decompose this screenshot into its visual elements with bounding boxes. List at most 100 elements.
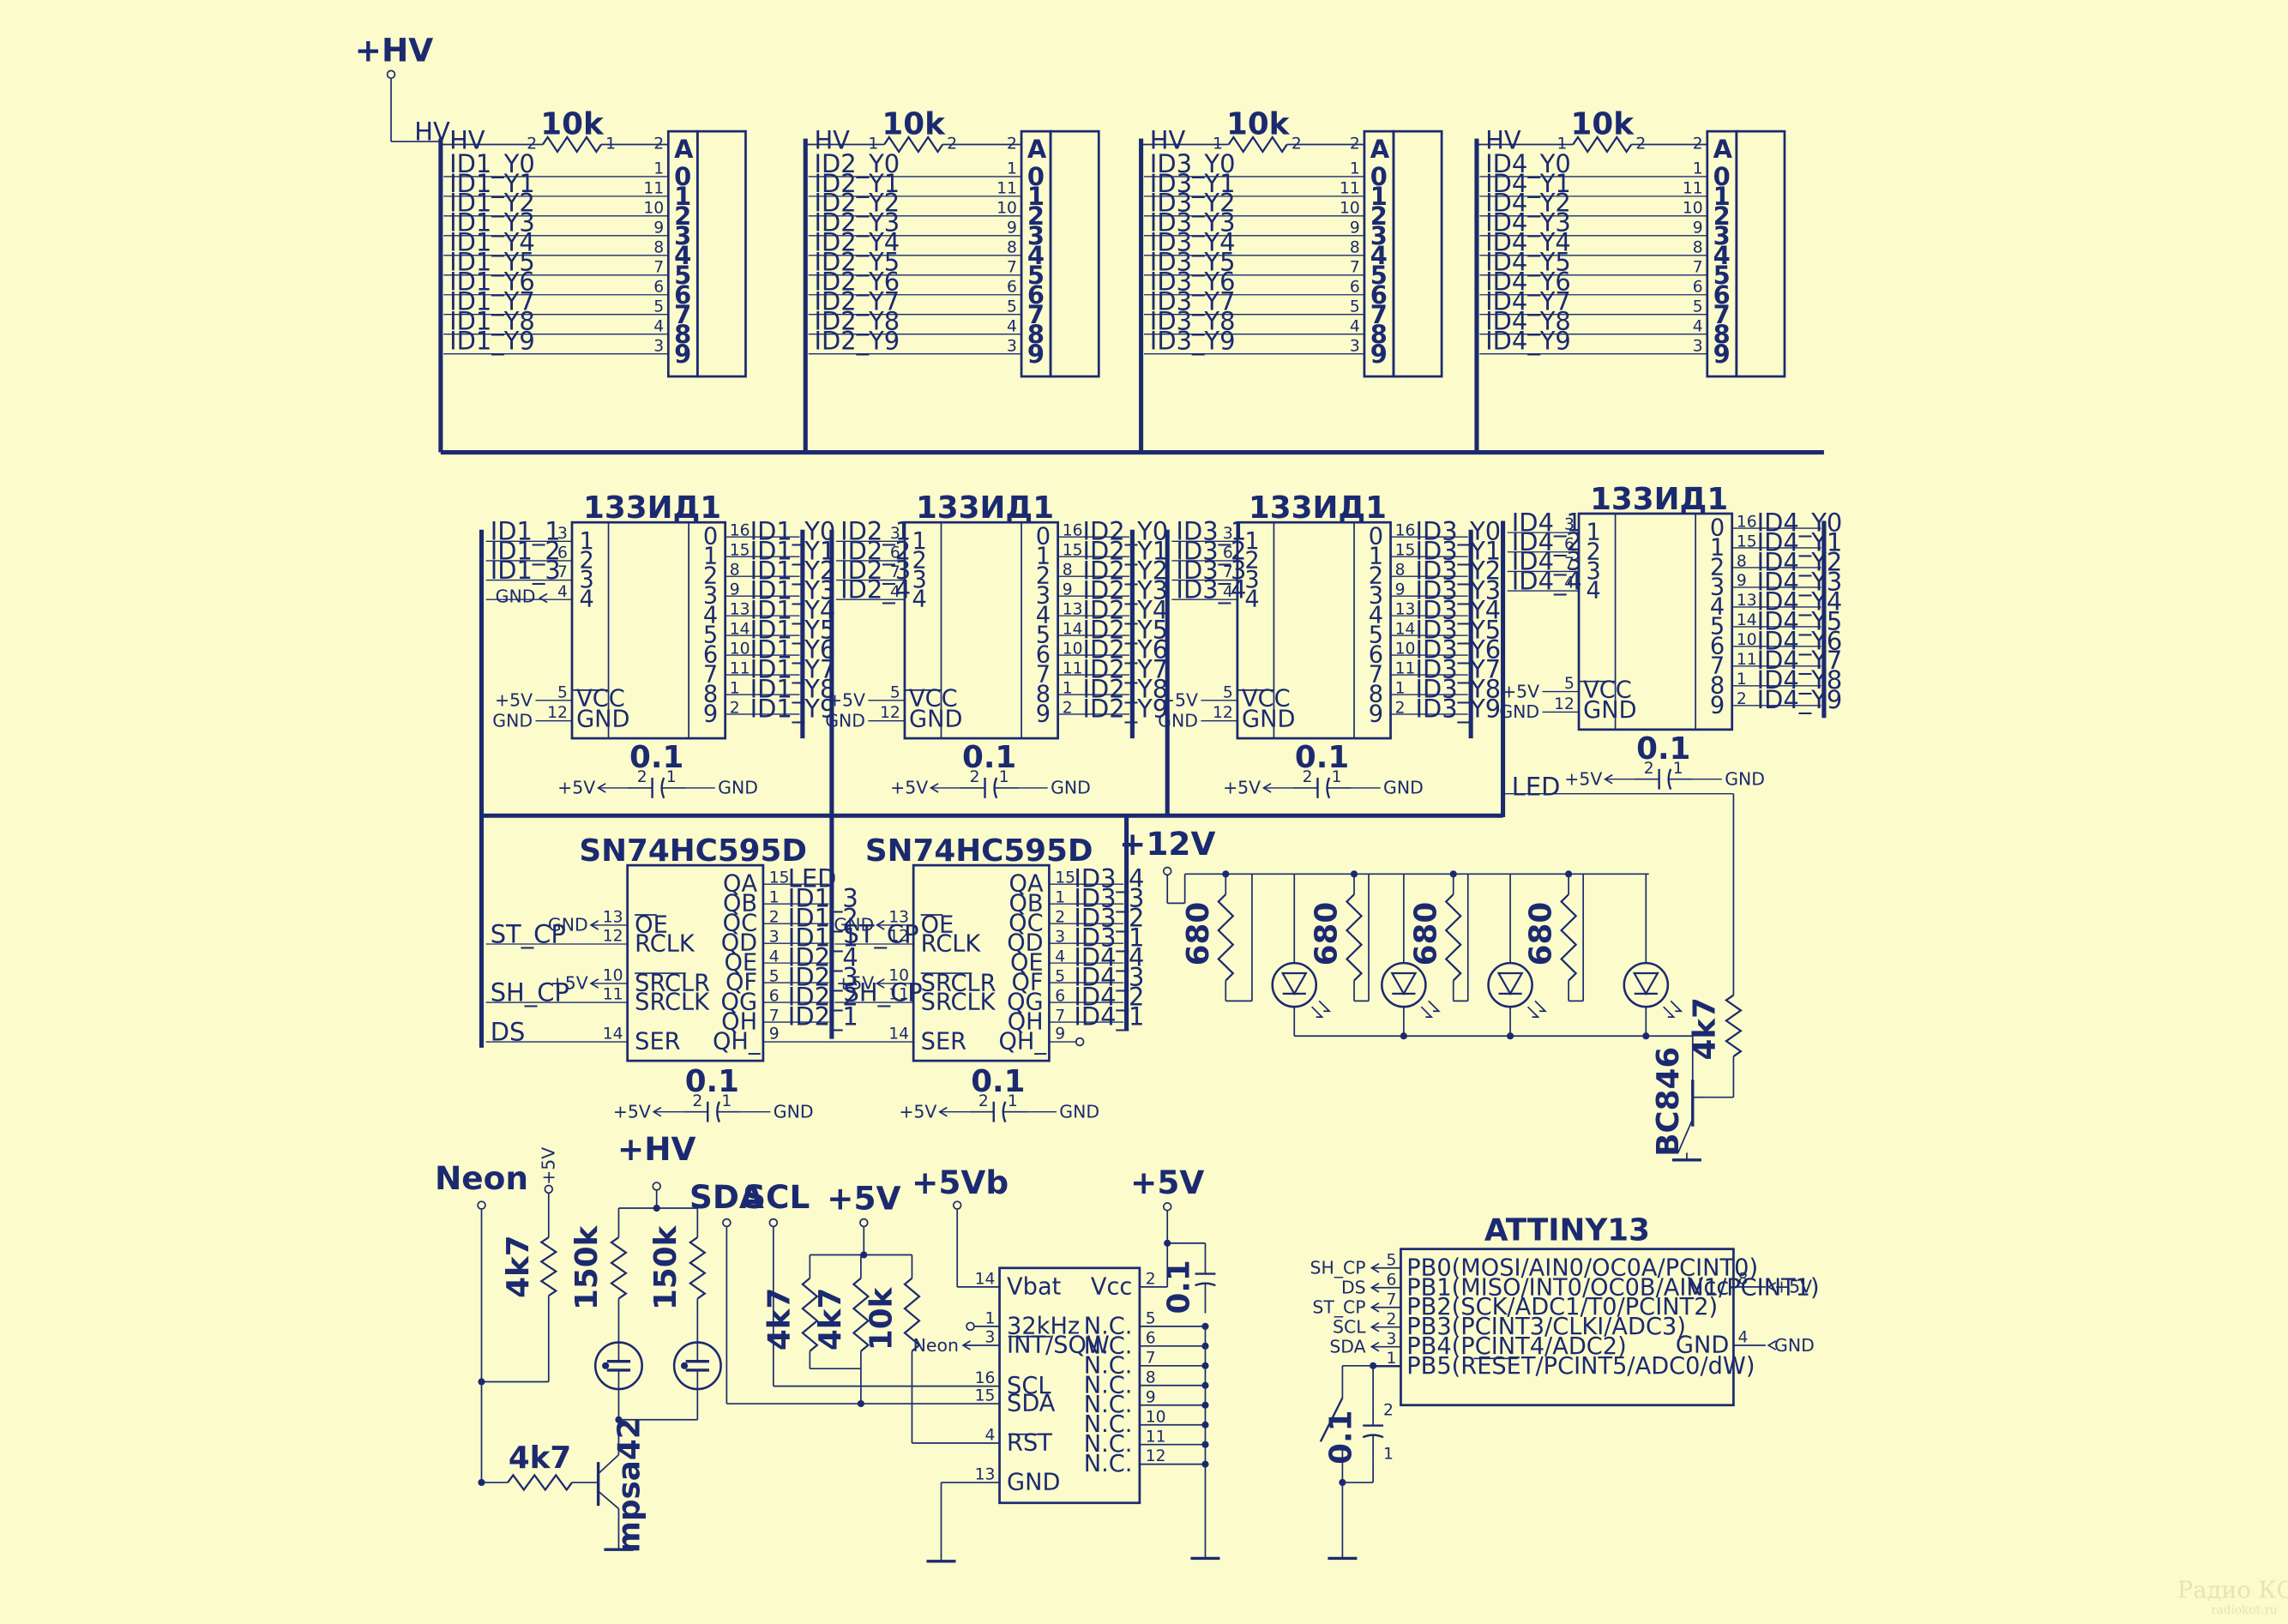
net-label: ID1_Y3 [449,208,535,238]
power-label: +5V [836,973,874,994]
nixie-digit-label: 6 [1370,280,1388,310]
net-label: ST_CP [1312,1297,1365,1318]
power-label: +5V [557,778,595,798]
led-icon [1381,961,1427,1008]
pin-number: 2 [769,908,780,926]
nixie-digit-label: 9 [674,340,691,369]
pin-label: RCLK [921,931,982,958]
pin-label: 2 [1036,563,1051,590]
pin-label: 6 [1036,642,1051,669]
net-label: ID2_Y3 [1083,576,1169,605]
rtc-5v-terminal [859,1218,869,1228]
net-label: ID2_3 [840,556,911,585]
nixie-digit-label: 4 [1027,241,1045,270]
net-label: SH_CP [1310,1258,1366,1278]
led-triangle [1390,971,1418,996]
resistor-value: 4k7 [813,1288,848,1350]
net-label: ID1_Y9 [449,327,535,356]
light-arrow-icon [1318,1000,1332,1013]
junction-dot [653,1204,660,1212]
junction-dot [1164,1239,1171,1247]
net-label: SDA [1329,1336,1365,1356]
power-label: GND [834,915,874,935]
junction-dot [1400,1032,1407,1040]
pin-number: 6 [1146,1329,1156,1347]
power-label: +5V [890,778,928,798]
pin-label: GND [1676,1332,1729,1358]
pin-label: 6 [1710,633,1725,659]
pin-number: 7 [1386,1290,1396,1308]
pin-number: 4 [769,947,780,965]
net-label: ID4_Y6 [1485,268,1571,297]
pin-number: 14 [1737,611,1757,629]
pin-label: QH [721,1009,757,1036]
net-label: ID1_Y0 [449,149,535,178]
pin-number: 1 [1673,760,1683,778]
resistor-value: 150k [648,1224,683,1310]
arrow-icon [938,1106,948,1117]
pin-number: 15 [1063,541,1083,559]
light-arrow-icon [1311,1006,1324,1018]
nixie-digit-label: 0 [1370,162,1388,191]
pin-label: QE [1010,950,1044,977]
nixie-digit-label: 6 [1713,280,1731,310]
net-label: ID3_2 [1074,904,1144,933]
pin-number: 5 [1386,1251,1396,1269]
capacitor-value: 0.1 [1162,1260,1197,1314]
pin-number: 16 [1063,522,1083,540]
pin-number: 1 [868,135,878,153]
pin-label: 3 [1369,583,1383,610]
power-label: +5V [1564,769,1602,790]
net-label: ID3_Y1 [1415,537,1501,566]
pin-number: 1 [1383,1446,1394,1464]
pin-label: 0 [703,524,718,550]
pin-number: 7 [653,258,664,276]
pin-number: 12 [547,704,568,722]
pin-label: 1 [1036,544,1051,570]
transistor-label: BC846 [1651,1047,1686,1157]
pin-label: 8 [1369,682,1383,708]
power-label: +5V [1223,778,1261,798]
net-label-hv: HV [1485,126,1521,155]
pin-number: 9 [1737,572,1747,590]
pin-label: QD [721,930,757,957]
pin-label: 0 [1036,524,1051,550]
decoder-name: 133ИД1 [1249,490,1387,526]
collector [598,1453,620,1475]
pin-number: 13 [603,908,623,926]
nc-terminal [1075,1037,1085,1047]
led-triangle [1496,971,1524,996]
pin-number: 14 [1395,620,1416,638]
pin-label: N.C. [1084,1451,1133,1477]
pin-number: 2 [637,768,647,786]
arrow-icon [596,783,606,793]
pin-number: 2 [978,1092,989,1110]
pin-label: GND [1007,1469,1060,1495]
arrow-icon [875,978,885,989]
nixie-digit-label: 9 [1370,340,1388,369]
net-label: ID1_1 [788,923,858,953]
junction-dot [1370,1362,1377,1369]
pin-label: 9 [703,701,718,727]
net-label: ID4_Y5 [1485,248,1571,277]
pin-label: PB2(SCK/ADC1/T0/PCINT2) [1406,1294,1718,1320]
decoder-chip [1236,520,1392,740]
pin-number: 15 [975,1387,996,1405]
arrow-icon [589,978,599,989]
rtc-vcc-label: +5V [1130,1164,1204,1201]
pin-number: 9 [1395,580,1406,598]
net-label: ID2_4 [840,575,911,604]
pin-number: 8 [1350,238,1360,256]
pin-number: 3 [1564,516,1575,534]
pin-label: 0 [1369,524,1383,550]
pullup-resistor [852,1277,870,1352]
nixie-digit-label: 6 [674,280,691,310]
pin-number: 15 [1737,532,1757,550]
pin-label: GND [576,706,629,732]
pin-label: 4 [703,603,718,629]
pin-label: 3 [580,567,594,593]
pin-number: 8 [1007,238,1017,256]
power-label: GND [1158,710,1198,731]
resistor-value: 10k [540,107,605,142]
pin-number: 5 [1146,1309,1156,1327]
